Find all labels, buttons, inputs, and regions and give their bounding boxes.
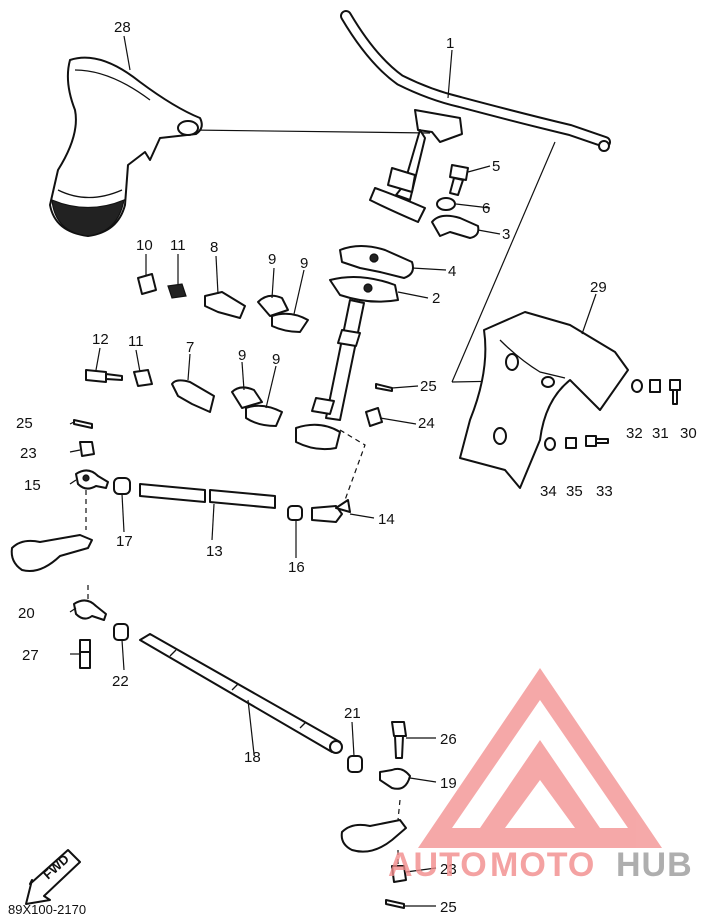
bolt-part-12 (85, 369, 123, 383)
handlebar-part-1 (340, 10, 611, 223)
label-9d: 9 (272, 351, 280, 368)
rod-end-part-14 (311, 499, 351, 523)
label-6: 6 (482, 200, 490, 217)
label-30: 30 (680, 425, 697, 442)
long-rod-part-18 (139, 633, 343, 754)
label-31: 31 (652, 425, 669, 442)
label-16: 16 (288, 559, 305, 576)
label-12: 12 (92, 331, 109, 348)
label-14: 14 (378, 511, 395, 528)
label-23a: 23 (20, 445, 37, 462)
label-15: 15 (24, 477, 41, 494)
label-19: 19 (440, 775, 457, 792)
bush-part-17 (113, 477, 131, 495)
bolt-part-5 (449, 164, 469, 196)
bolt-part-30 (669, 379, 681, 405)
bushing-part-9a (257, 294, 289, 317)
label-20: 20 (18, 605, 35, 622)
fwd-arrow: FWD (25, 849, 81, 905)
label-11b: 11 (128, 333, 144, 350)
washer-part-34 (544, 437, 556, 451)
label-25c: 25 (440, 899, 457, 916)
label-33: 33 (596, 483, 613, 500)
rod-end-part-15 (75, 469, 109, 490)
bushing-part-9b (271, 312, 309, 333)
watermark-auto: AUTO (388, 846, 488, 884)
handle-grip-part-28 (49, 56, 203, 237)
label-10: 10 (136, 237, 153, 254)
watermark-text: AUTO MOTO HUB (388, 846, 693, 884)
label-1: 1 (446, 35, 454, 52)
bush-part-22 (113, 623, 129, 641)
label-11a: 11 (170, 237, 186, 254)
nut-part-35 (565, 437, 577, 449)
bushing-part-9d (245, 404, 283, 427)
label-3: 3 (502, 226, 510, 243)
label-13: 13 (206, 543, 223, 560)
label-29: 29 (590, 279, 607, 296)
cotter-pin-part-25a (375, 383, 393, 392)
label-26: 26 (440, 731, 457, 748)
lower-lever-arm (340, 819, 407, 853)
nut-part-31 (649, 379, 661, 393)
label-18: 18 (244, 749, 261, 766)
label-32: 32 (626, 425, 643, 442)
steering-column (295, 299, 365, 451)
label-24: 24 (418, 415, 435, 432)
label-21: 21 (344, 705, 361, 722)
nut-part-24 (365, 407, 383, 427)
label-28: 28 (114, 19, 131, 36)
collar-part-8 (204, 291, 246, 319)
bolt-part-27 (79, 639, 91, 669)
rod-end-part-20 (73, 599, 107, 621)
clip-part-11a (167, 283, 187, 299)
clamp-part-3 (431, 214, 480, 239)
label-23b: 23 (440, 861, 457, 878)
clip-part-11b (133, 369, 153, 387)
label-9b: 9 (300, 255, 308, 272)
label-8: 8 (210, 239, 218, 256)
label-22: 22 (112, 673, 129, 690)
collar-part-7 (171, 379, 215, 413)
rod-end-part-19 (379, 767, 411, 790)
label-25b: 25 (16, 415, 33, 432)
label-5: 5 (492, 158, 500, 175)
watermark-logo (418, 668, 662, 848)
label-2: 2 (432, 290, 440, 307)
label-35: 35 (566, 483, 583, 500)
leader-lines (69, 35, 597, 907)
diagram-code: 89X100-2170 (8, 902, 86, 917)
label-34: 34 (540, 483, 557, 500)
nut-part-23a (79, 441, 95, 457)
label-27: 27 (22, 647, 39, 664)
lever-arm (10, 534, 93, 572)
pivot-upper-part-4 (339, 245, 414, 279)
label-17: 17 (116, 533, 133, 550)
watermark-moto: MOTO (490, 846, 595, 884)
label-25a: 25 (420, 378, 437, 395)
bush-part-21 (347, 755, 363, 773)
label-7: 7 (186, 339, 194, 356)
bushing-part-9c (231, 386, 263, 409)
cotter-pin-part-25c (385, 899, 405, 909)
nut-part-23b (391, 865, 407, 883)
label-9c: 9 (238, 347, 246, 364)
nut-part-10 (137, 273, 157, 295)
pivot-part-2 (329, 276, 399, 303)
label-9a: 9 (268, 251, 276, 268)
link-rod-part-13 (139, 483, 276, 509)
washer-part-6 (436, 197, 456, 211)
label-4: 4 (448, 263, 456, 280)
part-number-labels: 28 1 5 6 3 4 2 10 11 8 9 9 12 11 7 9 9 2… (16, 19, 697, 916)
bolt-part-26 (391, 721, 407, 759)
cover-part-29 (459, 311, 629, 489)
cotter-pin-part-25b (73, 419, 93, 429)
washer-part-32 (631, 379, 643, 393)
bush-part-16 (287, 505, 303, 521)
bolt-part-33 (585, 435, 609, 447)
watermark-hub: HUB (616, 846, 693, 884)
